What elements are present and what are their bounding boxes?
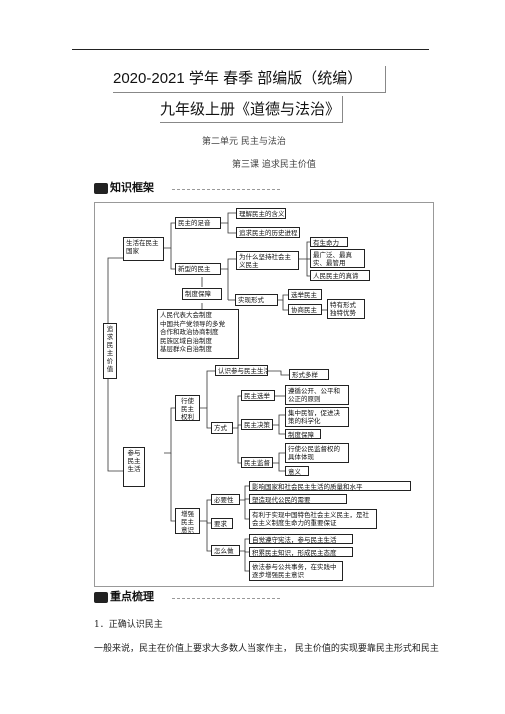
node-consultative: 协商民主 — [288, 304, 322, 315]
node-understand-meaning: 理解民主的含义 — [236, 208, 286, 219]
item-heading: 1．正确认识民主 — [94, 620, 163, 630]
root-node: 追求民主价值 — [103, 323, 117, 379]
node-significance: 意义 — [285, 466, 309, 476]
node-aware-participate: 认识参与民主生活 — [215, 365, 268, 376]
node-democratic-supervision: 民主监督 — [241, 457, 273, 468]
node-how-1: 自觉遵守宪法，参与民主生活 — [249, 534, 353, 544]
body-paragraph: 一般来说，民主在价值上要求大多数人当家作主， 民主价值的实现要靠民主形式和民主 — [94, 644, 439, 654]
section-badge-icon — [94, 183, 108, 194]
node-necessity: 必要性 — [211, 494, 240, 505]
unit-label: 第二单元 民主与法治 — [202, 137, 286, 147]
node-people-democracy: 人民民主的真谛 — [310, 270, 370, 281]
node-how-2: 积累民主知识，形成民主态度 — [249, 547, 353, 557]
node-democratic-election: 民主选举 — [241, 390, 275, 401]
doc-title-year: 2020-2021 学年 春季 部编版（统编） — [113, 66, 386, 93]
node-have-vitality: 有生命力 — [310, 237, 348, 247]
node-decision-point: 集中民智，促进决策的科学化 — [285, 407, 349, 427]
node-nec-2: 塑造现代公民的需要 — [249, 494, 347, 504]
node-election-principle: 遵循公开、公平和公正的原则 — [285, 385, 349, 405]
lesson-label: 第三课 追求民主价值 — [232, 160, 316, 170]
doc-title-course: 九年级上册《道德与法治》 — [160, 96, 343, 123]
node-nec-1: 影响国家和社会民主生活的质量和水平 — [249, 481, 411, 491]
header-rule — [72, 49, 429, 50]
node-why-socialist: 为什么坚持社会主义民主 — [236, 251, 299, 270]
node-new-democracy: 新型的民主 — [175, 263, 221, 275]
node-enhance-awareness: 增强民主意识 — [175, 508, 200, 534]
node-requirements: 要求 — [211, 518, 233, 529]
node-forms-merit: 特有形式独特优势 — [327, 299, 365, 319]
section-badge-icon — [94, 592, 108, 603]
node-diverse-forms: 形式多样 — [289, 369, 329, 380]
node-how-to: 怎么做 — [211, 545, 240, 556]
system-list: 人民代表大会制度 中国共产党领导的多党 合作和政治协商制度 民族区域自治制度 基… — [157, 309, 239, 359]
node-pursue-history: 追求民主的历史进程 — [236, 227, 300, 238]
knowledge-diagram: 追求民主价值 生活在民主国家 参与民主生活 民主的足音 理解民主的含义 追求民主… — [94, 202, 434, 587]
node-democratic-decision: 民主决策 — [241, 419, 273, 430]
node-forms: 实现形式 — [235, 294, 278, 306]
node-branch-participate: 参与民主生活 — [123, 447, 145, 487]
node-electoral: 选举民主 — [288, 289, 322, 300]
node-nec-3: 有利于实现中国特色社会主义民主，是社会主义制度生命力的重要保证 — [249, 509, 377, 529]
node-supervision-point: 行使公民监督权的具体体现 — [285, 443, 349, 463]
knowledge-framework-header: 知识框架 — [94, 181, 434, 196]
node-branch-life: 生活在民主国家 — [123, 237, 164, 261]
key-points-header: 重点梳理 — [94, 590, 434, 605]
node-how-3: 依法参与公共事务，在实践中逐步增强民主意识 — [249, 561, 343, 581]
connector-lines — [107, 212, 327, 572]
node-system-guarantee: 制度保障 — [182, 288, 222, 300]
node-democracy-path: 民主的足音 — [175, 217, 221, 229]
node-system-guarantee-2: 制度保障 — [285, 429, 321, 439]
node-broadest: 最广泛、最真实、最管用 — [310, 249, 365, 268]
node-exercise-rights: 行使民主权利 — [175, 395, 200, 421]
node-methods: 方式 — [211, 422, 233, 434]
